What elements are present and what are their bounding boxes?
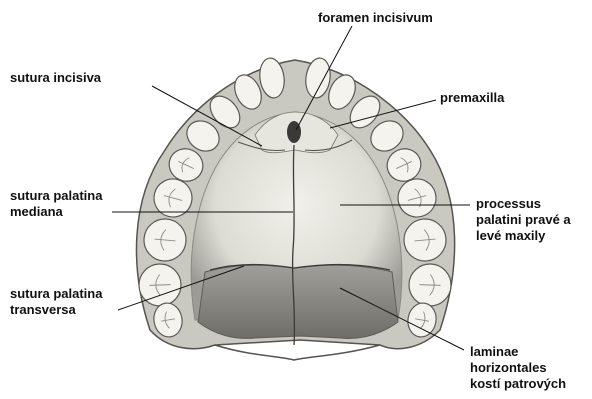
label-processus-palatini-line-3: levé maxily (476, 228, 571, 244)
label-sutura-incisiva: sutura incisiva (10, 70, 101, 86)
label-processus-palatini: processus palatini pravé a levé maxily (476, 196, 571, 244)
label-laminae-horizontales-line-3: kostí patrových (470, 376, 566, 392)
label-sutura-palatina-mediana-line-1: sutura palatina (10, 188, 102, 204)
label-foramen-incisivum: foramen incisivum (318, 10, 433, 26)
label-sutura-palatina-mediana-line-2: mediana (10, 204, 102, 220)
label-laminae-horizontales: laminae horizontales kostí patrových (470, 344, 566, 392)
posterior-edge (215, 345, 380, 360)
label-sutura-palatina-transversa-line-2: transversa (10, 302, 102, 318)
label-sutura-palatina-mediana: sutura palatina mediana (10, 188, 102, 220)
label-laminae-horizontales-line-2: horizontales (470, 360, 566, 376)
label-sutura-palatina-transversa: sutura palatina transversa (10, 286, 102, 318)
label-laminae-horizontales-line-1: laminae (470, 344, 566, 360)
label-premaxilla: premaxilla (440, 90, 504, 106)
label-processus-palatini-line-1: processus (476, 196, 571, 212)
label-sutura-palatina-transversa-line-1: sutura palatina (10, 286, 102, 302)
label-processus-palatini-line-2: palatini pravé a (476, 212, 571, 228)
